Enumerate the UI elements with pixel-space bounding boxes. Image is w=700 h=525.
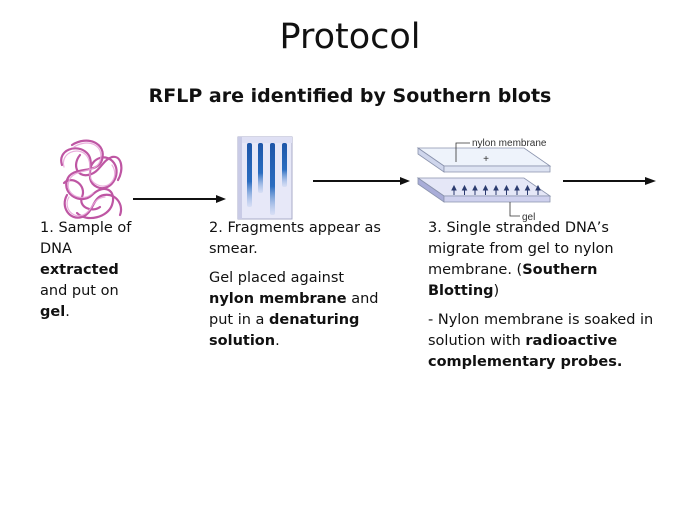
plus-sign: + [483, 154, 489, 165]
text-run: . [65, 304, 70, 320]
bold-term: Southern Blotting [428, 262, 598, 299]
gel-figure [237, 136, 293, 220]
slide-subtitle: RFLP are identified by Southern blots [148, 85, 552, 107]
bold-term: extracted [40, 262, 119, 278]
arrow-1 [133, 195, 226, 203]
up-arrow-icon [482, 184, 489, 195]
up-arrow-icon [493, 184, 499, 195]
gel-lane [270, 143, 275, 215]
text-run: and put on [40, 283, 119, 299]
up-arrow-icon [514, 184, 520, 195]
up-arrow-icon [451, 184, 457, 195]
step-paragraph: 1. Sample of DNA extracted and put on ge… [40, 218, 145, 323]
slide-title: Protocol [279, 17, 421, 57]
step-1-text: 1. Sample of DNA extracted and put on ge… [40, 218, 145, 323]
bold-term: radioactive complementary probes. [428, 333, 623, 370]
text-run: 3. Single stranded DNA’s migrate from ge… [428, 220, 614, 278]
text-run: 1. Sample of DNA [40, 220, 132, 257]
migration-arrows [451, 184, 541, 195]
step-paragraph: 3. Single stranded DNA’s migrate from ge… [428, 218, 658, 302]
arrow-3 [563, 177, 656, 185]
gel-lane [282, 143, 287, 187]
dna-coil-figure [60, 139, 123, 220]
step-paragraph: Gel placed against nylon membrane and pu… [209, 268, 384, 352]
text-run: . [275, 333, 280, 349]
bold-term: gel [40, 304, 66, 320]
text-run: ) [493, 283, 500, 299]
nylon-membrane-label: nylon membrane [472, 138, 547, 149]
step-paragraph: - Nylon membrane is soaked in solution w… [428, 310, 658, 373]
text-run: Gel placed against [209, 270, 345, 286]
gel-label: gel [522, 212, 535, 223]
step-paragraph: 2. Fragments appear as smear. [209, 218, 384, 260]
bold-term: denaturing solution [209, 312, 360, 349]
step-2-text: 2. Fragments appear as smear. Gel placed … [209, 218, 384, 352]
gel-lanes [247, 143, 287, 215]
up-arrow-icon [503, 184, 510, 195]
text-run: 2. Fragments appear as smear. [209, 220, 381, 257]
up-arrow-icon [461, 184, 468, 195]
up-arrow-icon [472, 184, 478, 195]
gel-lane [247, 143, 252, 207]
step-3-text: 3. Single stranded DNA’s migrate from ge… [428, 218, 658, 373]
gel-lane [258, 143, 263, 193]
bold-term: nylon membrane [209, 291, 347, 307]
text-run: - Nylon membrane is soaked in solution w… [428, 312, 654, 349]
up-arrow-icon [524, 184, 531, 195]
up-arrow-icon [535, 184, 541, 195]
text-run: and put in a [209, 291, 379, 328]
southern-blot-figure: + nylon membrane gel [416, 138, 552, 223]
arrow-2 [313, 177, 410, 185]
